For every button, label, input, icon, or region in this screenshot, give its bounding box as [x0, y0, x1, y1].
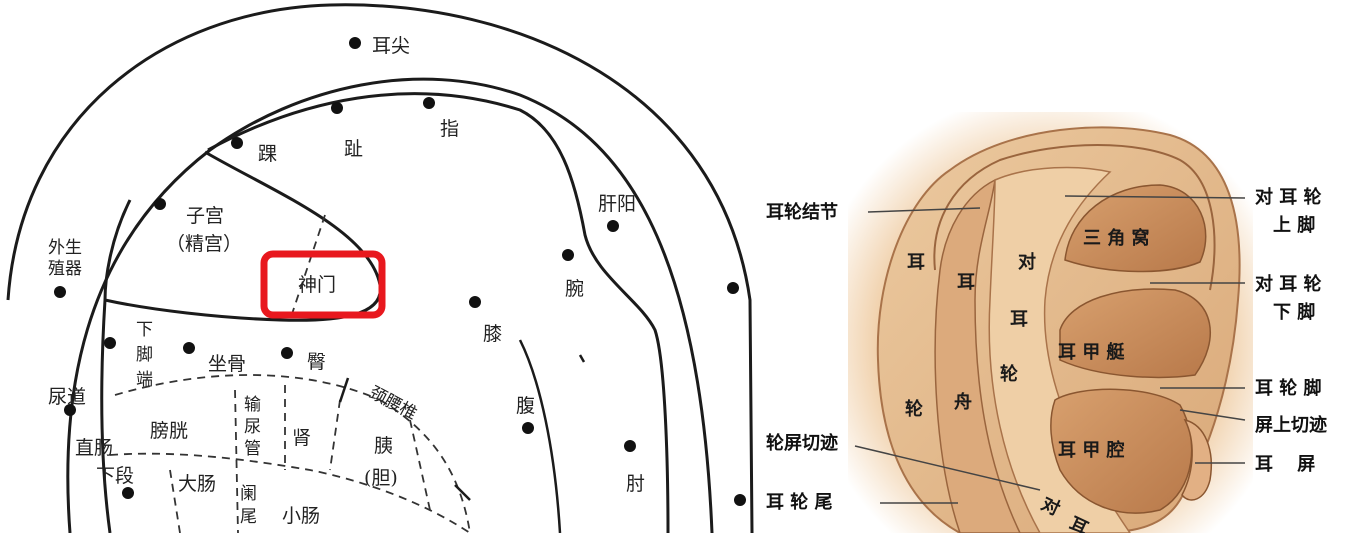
label-large-intestine: 大肠 [178, 473, 216, 495]
ear-anatomy-illustration [848, 112, 1253, 533]
dot-outer-2 [734, 494, 746, 506]
concha-border [100, 299, 112, 533]
leader-lines [854, 195, 1246, 504]
label-helix-tubercle: 耳轮结节 [766, 201, 838, 223]
region-scapha: 舟 [954, 391, 972, 413]
label-elbow: 肘 [626, 473, 645, 495]
acupoint-dots [54, 37, 746, 506]
dot-outer-1 [727, 282, 739, 294]
label-rectum-1: 直肠 [75, 437, 113, 459]
inner-helix-contour [66, 77, 714, 533]
dot-lower-foot [104, 337, 116, 349]
label-superior-crus-2: 上 脚 [1273, 215, 1315, 236]
label-supratragic-notch: 屏上切迹 [1255, 414, 1327, 436]
dot-heel [231, 137, 243, 149]
inner-fossa-border [103, 199, 132, 301]
label-appendix-2: 尾 [240, 507, 257, 527]
dot-knee [469, 296, 481, 308]
dot-rectum [122, 487, 134, 499]
label-helix-crus: 耳 轮 脚 [1255, 377, 1322, 399]
label-ear-apex: 耳尖 [372, 35, 410, 57]
region-cymba-concha: 耳 甲 艇 [1058, 341, 1126, 363]
label-external-genitals-2: 殖器 [48, 259, 82, 279]
label-small-intestine: 小肠 [282, 505, 320, 527]
dot-wrist [562, 249, 574, 261]
label-heel: 踝 [258, 143, 277, 165]
label-inferior-crus-2: 下 脚 [1273, 302, 1315, 323]
dot-finger [423, 97, 435, 109]
label-pancreas: 胰 [374, 435, 393, 457]
label-neck-lumbar: 颈腰椎 [366, 383, 420, 425]
dot-elbow [624, 440, 636, 452]
label-lower-foot-2: 脚 [136, 345, 153, 365]
label-bladder: 膀胱 [150, 420, 188, 442]
dot-sciatic [183, 342, 195, 354]
cavum-concha [1050, 388, 1193, 514]
shenmen-highlight-box [260, 250, 386, 319]
outer-helix-contour [6, 3, 754, 533]
region-antihelix-3: 轮 [1000, 363, 1018, 385]
dot-urethra [64, 404, 76, 416]
region-antihelix-1: 对 [1018, 251, 1036, 273]
acupoint-labels: 耳尖 趾 指 踝 肝阳 子宫 （精宫） 外生 殖器 腕 膝 下 脚 端 坐骨 臀… [48, 35, 645, 527]
dot-abdomen [522, 422, 534, 434]
label-uterus: 子宫 [186, 205, 224, 227]
label-abdomen: 腹 [516, 395, 535, 417]
helix-rim-inner [933, 144, 1216, 291]
ear-region-texts: 耳 耳 轮 舟 对 耳 轮 三 角 窝 耳 甲 艇 耳 甲 腔 对 耳 [905, 227, 1150, 533]
triangular-fossa [1064, 184, 1207, 273]
label-uterus-alt: （精宫） [166, 233, 242, 255]
region-triangular-fossa: 三 角 窝 [1083, 227, 1150, 249]
antihelix-contour [207, 92, 670, 533]
label-rectum-2: 下段 [96, 465, 134, 487]
region-cavum-concha: 耳 甲 腔 [1058, 439, 1125, 461]
label-knee: 膝 [483, 323, 502, 345]
label-ureter-1: 输 [244, 395, 261, 415]
label-kidney: 肾 [292, 427, 311, 449]
label-urethra: 尿道 [48, 386, 86, 408]
label-helix-tail: 耳 轮 尾 [766, 491, 833, 513]
label-inferior-crus-1: 对 耳 轮 [1255, 273, 1322, 295]
label-ureter-3: 管 [244, 439, 261, 459]
region-ear-2: 耳 [957, 272, 975, 293]
dot-uterus [154, 198, 166, 210]
region-ear-1: 耳 [907, 252, 925, 273]
label-lower-foot-3: 端 [136, 370, 153, 390]
label-liver-yang: 肝阳 [598, 193, 636, 215]
label-pancreas-alt: (胆) [364, 467, 398, 489]
label-shenmen: 神门 [298, 274, 336, 296]
label-tragus: 耳 屏 [1255, 454, 1315, 475]
scapha-groove [934, 178, 1021, 533]
region-helix: 轮 [905, 398, 923, 420]
label-superior-crus-1: 对 耳 轮 [1255, 186, 1322, 208]
dot-liver-yang [607, 220, 619, 232]
label-ureter-2: 尿 [244, 417, 261, 437]
label-external-genitals-1: 外生 [48, 238, 82, 258]
label-intertragic-notch: 轮屏切迹 [766, 432, 838, 454]
label-sciatic: 坐骨 [208, 353, 246, 375]
region-antitragus-2: 耳 [1066, 513, 1091, 533]
dot-toe [331, 102, 343, 114]
dot-ear-apex [349, 37, 361, 49]
cymba-concha [1059, 288, 1212, 379]
label-hip: 臀 [307, 351, 326, 373]
label-finger: 指 [440, 118, 459, 140]
label-wrist: 腕 [565, 278, 584, 300]
region-antihelix-2: 耳 [1010, 309, 1028, 330]
triangular-fossa-border [104, 150, 382, 322]
label-lower-foot-1: 下 [136, 320, 153, 340]
tragus [1181, 418, 1212, 501]
dashed-zones [109, 214, 471, 533]
label-toe: 趾 [344, 138, 363, 160]
ear-anatomy-labels: 耳轮结节 轮屏切迹 耳 轮 尾 对 耳 轮 上 脚 对 耳 轮 下 脚 耳 轮 … [766, 186, 1327, 513]
label-appendix-1: 阑 [240, 484, 257, 504]
auricular-point-map [6, 3, 754, 533]
tick-marks [338, 354, 586, 501]
antihelix-inner [518, 339, 562, 533]
dot-external-genitals [54, 286, 66, 298]
dot-hip [281, 347, 293, 359]
